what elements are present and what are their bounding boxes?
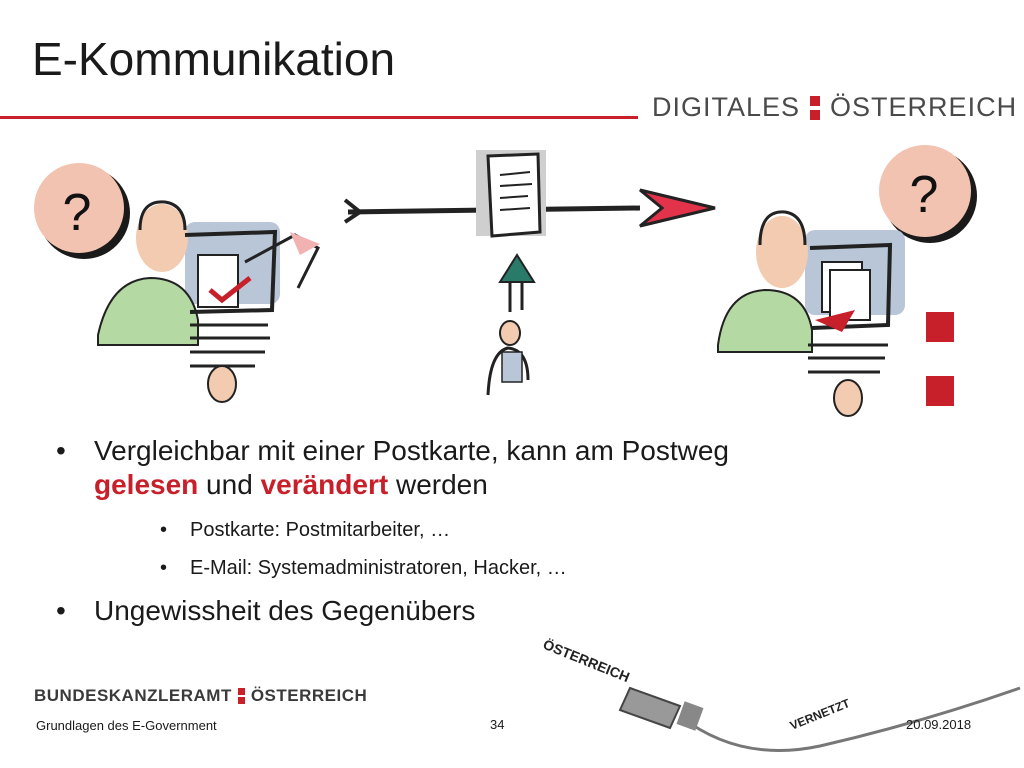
question-bubble-right: ? — [879, 145, 977, 243]
digitales-oesterreich-logo: DIGITALES ÖSTERREICH — [652, 92, 1017, 123]
bundeskanzleramt-logo: BUNDESKANZLERAMT ÖSTERREICH — [34, 686, 367, 706]
bk-logo-mark-icon — [237, 687, 245, 705]
bullet-dot: • — [56, 595, 66, 626]
sub-bullet-2: • E-Mail: Systemadministratoren, Hacker,… — [160, 557, 567, 580]
bullet-1: • Vergleichbar mit einer Postkarte, kann… — [56, 434, 914, 501]
red-square-top — [926, 312, 954, 342]
bullet-2: • Ungewissheit des Gegenübers — [56, 594, 476, 628]
interceptor-person-icon — [486, 320, 530, 396]
usb-plug-icon — [618, 686, 682, 730]
communication-illustration: ? ? — [34, 145, 977, 417]
bk-logo-left: BUNDESKANZLERAMT — [34, 686, 232, 705]
slide-title: E-Kommunikation — [32, 33, 396, 85]
red-square-bottom — [926, 376, 954, 406]
cable-label-vernetzt: VERNETZT — [788, 696, 853, 733]
highlight-gelesen: gelesen — [94, 468, 199, 500]
sub-bullet-dot: • — [160, 519, 168, 541]
document-icon — [476, 150, 546, 238]
title-underline — [0, 116, 638, 119]
footer-date: 20.09.2018 — [906, 717, 972, 732]
sender-person-icon — [97, 200, 320, 403]
logo-text-right: ÖSTERREICH — [830, 92, 1018, 122]
question-mark-left: ? — [63, 184, 92, 242]
logo-text-left: DIGITALES — [652, 92, 801, 122]
highlight-veraendert: verändert — [260, 468, 389, 500]
bullet-1-text: Vergleichbar mit einer Postkarte, kann a… — [94, 435, 729, 466]
logo-mark-icon — [810, 94, 821, 122]
bullet-2-text: Ungewissheit des Gegenübers — [94, 595, 476, 626]
footer-page-number: 34 — [490, 717, 505, 732]
bullet-1-mid: und — [198, 468, 261, 500]
bullet-dot: • — [56, 435, 66, 466]
footer-course: Grundlagen des E-Government — [36, 718, 217, 733]
receiver-person-icon — [717, 210, 905, 417]
question-bubble-left: ? — [34, 163, 130, 259]
sub-bullet-2-text: E-Mail: Systemadministratoren, Hacker, … — [190, 557, 567, 579]
intercept-arrow-icon — [498, 253, 536, 312]
sub-bullet-1-text: Postkarte: Postmitarbeiter, … — [190, 519, 451, 541]
question-mark-right: ? — [910, 166, 939, 224]
usb-cable-graphic: ÖSTERREICH VERNETZT — [541, 636, 1021, 752]
cable-label-oesterreich: ÖSTERREICH — [541, 636, 632, 685]
bullet-1-end: werden — [388, 468, 488, 500]
sub-bullet-dot: • — [160, 557, 168, 579]
bk-logo-right: ÖSTERREICH — [250, 686, 368, 705]
sub-bullet-1: • Postkarte: Postmitarbeiter, … — [160, 519, 451, 542]
